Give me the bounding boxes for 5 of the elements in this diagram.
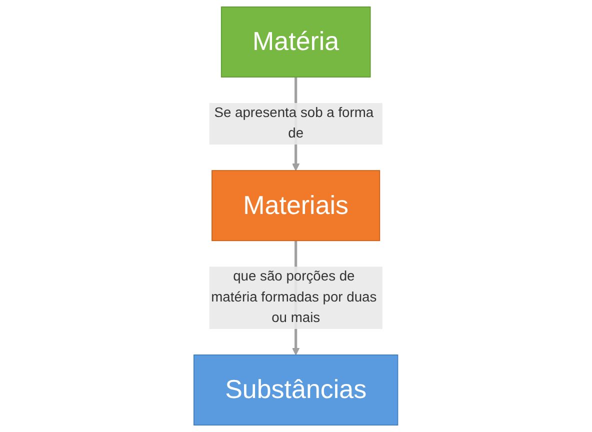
- node-box: Materiais: [212, 170, 380, 242]
- edge-label: que são porções de matéria formadas por duas ou mais: [211, 269, 377, 326]
- edge-label: Se apresenta sob a forma de: [214, 106, 374, 142]
- node-box: Matéria: [221, 6, 371, 78]
- node-box: Substâncias: [194, 354, 398, 426]
